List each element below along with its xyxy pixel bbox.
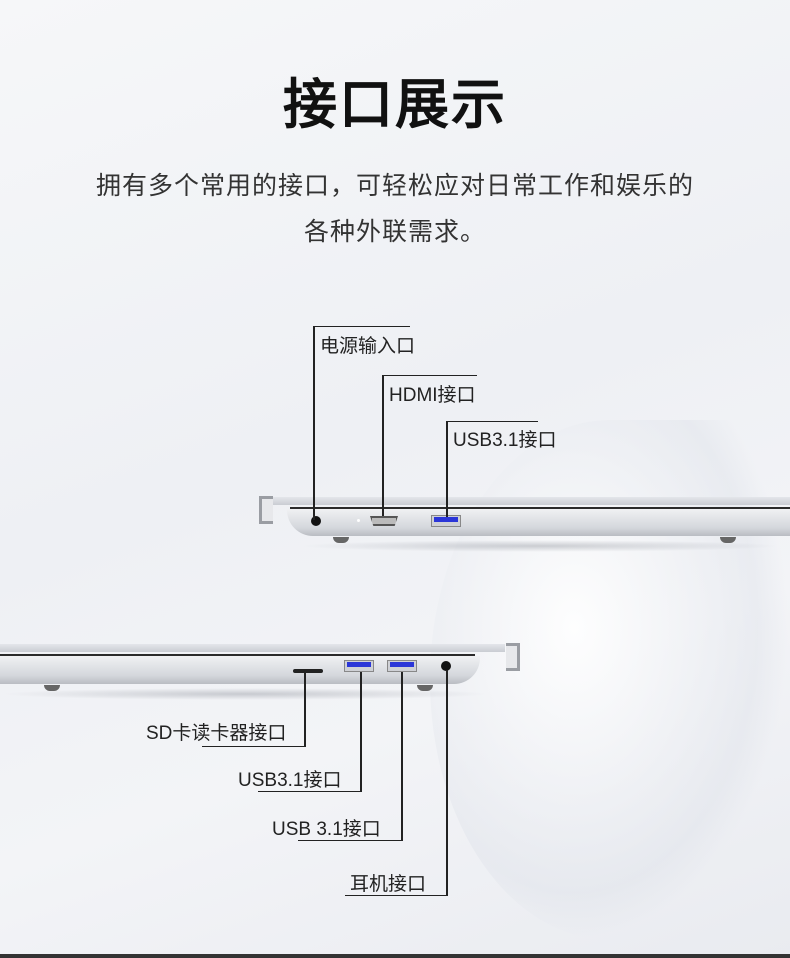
headphone-jack bbox=[441, 661, 451, 671]
label-usb-port-1: USB3.1接口 bbox=[238, 770, 342, 791]
laptop-seam bbox=[0, 654, 475, 656]
callout-line bbox=[401, 672, 403, 841]
callout-line bbox=[446, 421, 538, 422]
laptop-lid bbox=[0, 644, 505, 652]
laptop-foot bbox=[720, 537, 736, 543]
background-swoosh bbox=[430, 420, 790, 940]
callout-line bbox=[202, 746, 306, 747]
power-port bbox=[311, 516, 321, 526]
callout-line bbox=[382, 375, 384, 516]
label-sd-card-reader: SD卡读卡器接口 bbox=[146, 723, 287, 744]
laptop-foot bbox=[417, 685, 433, 691]
label-usb-port-2: USB 3.1接口 bbox=[272, 819, 381, 840]
callout-line bbox=[313, 326, 315, 520]
usb-port bbox=[387, 660, 417, 672]
page-title: 接口展示 bbox=[283, 75, 507, 135]
sd-card-slot bbox=[293, 669, 323, 673]
label-hdmi-port: HDMI接口 bbox=[389, 385, 476, 406]
led-indicator bbox=[357, 519, 360, 522]
laptop-base bbox=[287, 509, 790, 536]
callout-line bbox=[304, 671, 306, 747]
label-power-port: 电源输入口 bbox=[320, 336, 416, 357]
usb-port bbox=[344, 660, 374, 672]
callout-line bbox=[258, 791, 362, 792]
callout-line bbox=[360, 672, 362, 792]
usb-port bbox=[431, 515, 461, 527]
callout-line bbox=[446, 421, 448, 517]
callout-line bbox=[313, 326, 410, 327]
callout-line bbox=[345, 895, 448, 896]
label-headphone-jack: 耳机接口 bbox=[350, 874, 427, 895]
hinge bbox=[506, 643, 520, 671]
callout-line bbox=[382, 375, 477, 376]
callout-line bbox=[298, 840, 403, 841]
laptop-lid bbox=[268, 497, 790, 505]
label-usb-port: USB3.1接口 bbox=[453, 430, 557, 451]
callout-line bbox=[446, 670, 448, 896]
subtitle-line-2: 各种外联需求。 bbox=[303, 218, 486, 246]
bottom-divider bbox=[0, 954, 790, 958]
hinge bbox=[259, 496, 273, 524]
laptop-foot bbox=[333, 537, 349, 543]
hdmi-port bbox=[370, 516, 398, 526]
laptop-foot bbox=[44, 685, 60, 691]
laptop-shadow bbox=[0, 688, 490, 700]
subtitle-line-1: 拥有多个常用的接口，可轻松应对日常工作和娱乐的 bbox=[95, 172, 694, 200]
laptop-shadow bbox=[300, 540, 780, 552]
laptop-seam bbox=[290, 507, 790, 509]
